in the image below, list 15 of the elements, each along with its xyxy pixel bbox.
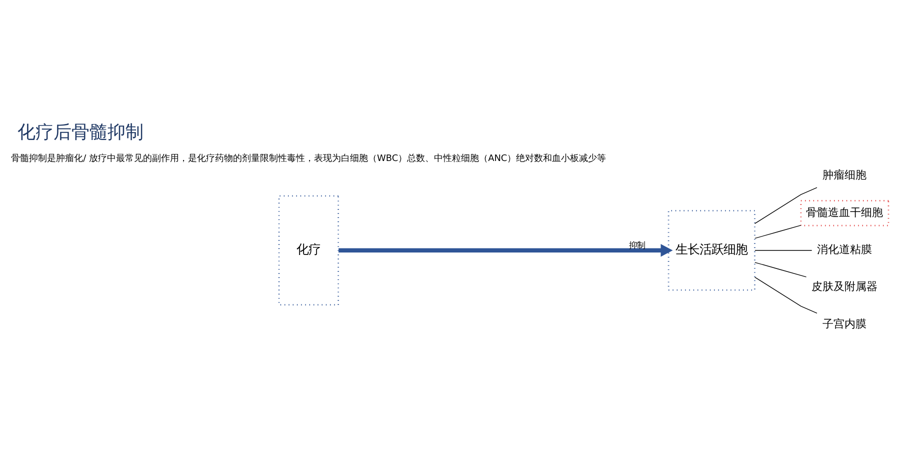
node-text: 肿瘤细胞 (822, 168, 867, 182)
node-box: 化疗 (278, 194, 339, 306)
arrow (338, 244, 673, 256)
node-box: 骨髓造血干细胞 (800, 200, 890, 226)
node-text: 皮肤及附属器 (812, 280, 878, 293)
label: 骨髓抑制是肿瘤化/ 放疗中最常见的副作用，是化疗药物的剂量限制性毒性，表现为白细胞（WBC）总数、中性粒细胞（ANC）绝对数和血小板减少等 (11, 154, 606, 164)
connector (754, 262, 807, 277)
edge-label: 抑制 (629, 240, 646, 250)
connector (754, 224, 802, 238)
node-box: 生长活跃细胞 (668, 210, 756, 290)
connector (754, 186, 818, 224)
connector (754, 276, 818, 313)
node-text: 消化道粘膜 (817, 242, 872, 256)
node-text: 子宫内膜 (822, 316, 867, 330)
diagram-title: 化疗后骨髓抑制 (17, 121, 144, 142)
